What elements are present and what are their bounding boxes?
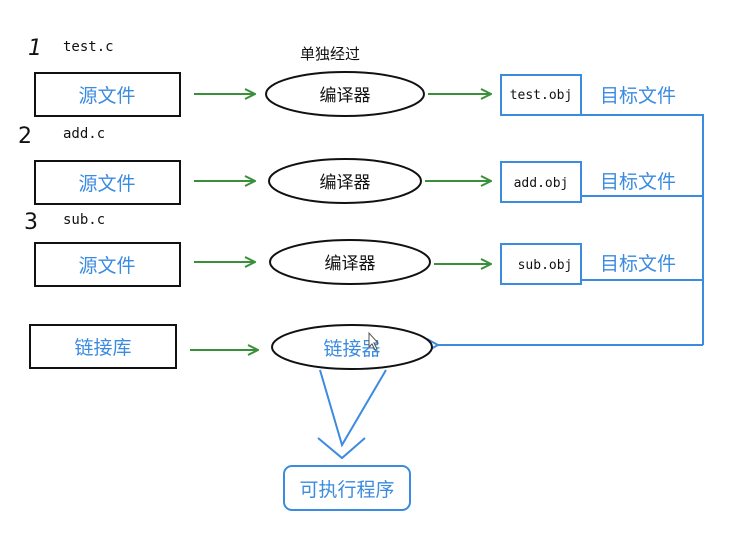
- row-number-2: 2: [18, 124, 32, 149]
- row-2: 2 add.c 源文件 编译器 add.obj 目标文件: [18, 124, 676, 205]
- library-label: 链接库: [74, 337, 131, 359]
- target-label-3: 目标文件: [600, 253, 676, 275]
- obj-label-add: add.obj: [514, 176, 569, 191]
- source-box-3: [34, 242, 181, 287]
- obj-box-2: [500, 161, 582, 203]
- row-number-1: 1: [28, 36, 42, 61]
- row-number-3: 3: [24, 210, 38, 235]
- filename-sub-c: sub.c: [63, 212, 105, 228]
- compiler-label-2: 编译器: [320, 173, 371, 193]
- source-box-2: [34, 160, 181, 205]
- note-separately: 单独经过: [300, 45, 360, 63]
- executable-box: [283, 465, 411, 511]
- executable-label: 可执行程序: [299, 479, 394, 501]
- target-label-2: 目标文件: [600, 171, 676, 193]
- linker-label: 链接器: [323, 338, 380, 360]
- row-3: 3 sub.c 源文件 编译器 sub.obj 目标文件: [24, 210, 676, 287]
- compiler-ellipse-3: [269, 239, 431, 285]
- row-1: 1 test.c 源文件 编译器 test.obj 目标文件: [28, 36, 676, 117]
- linker-to-executable-arrow: [317, 369, 387, 460]
- obj-box-1: [500, 74, 582, 116]
- obj-box-3: [500, 243, 582, 285]
- library-box: [29, 324, 177, 369]
- object-to-linker-connector: [438, 114, 704, 345]
- target-label-1: 目标文件: [600, 85, 676, 107]
- obj-label-test: test.obj: [510, 88, 573, 103]
- obj-label-sub: sub.obj: [518, 258, 573, 273]
- cursor-icon: [368, 331, 380, 351]
- filename-add-c: add.c: [63, 126, 105, 142]
- link-row: 链接库 链接器: [29, 324, 433, 370]
- linker-ellipse: [271, 324, 433, 370]
- compiler-label-1: 编译器: [320, 86, 371, 106]
- source-label-2: 源文件: [78, 173, 135, 195]
- compiler-ellipse-1: [265, 71, 425, 117]
- source-label-3: 源文件: [78, 255, 135, 277]
- compiler-label-3: 编译器: [325, 254, 376, 274]
- source-label-1: 源文件: [78, 85, 135, 107]
- filename-test-c: test.c: [63, 39, 114, 55]
- source-box-1: [34, 72, 181, 117]
- compiler-ellipse-2: [268, 158, 422, 204]
